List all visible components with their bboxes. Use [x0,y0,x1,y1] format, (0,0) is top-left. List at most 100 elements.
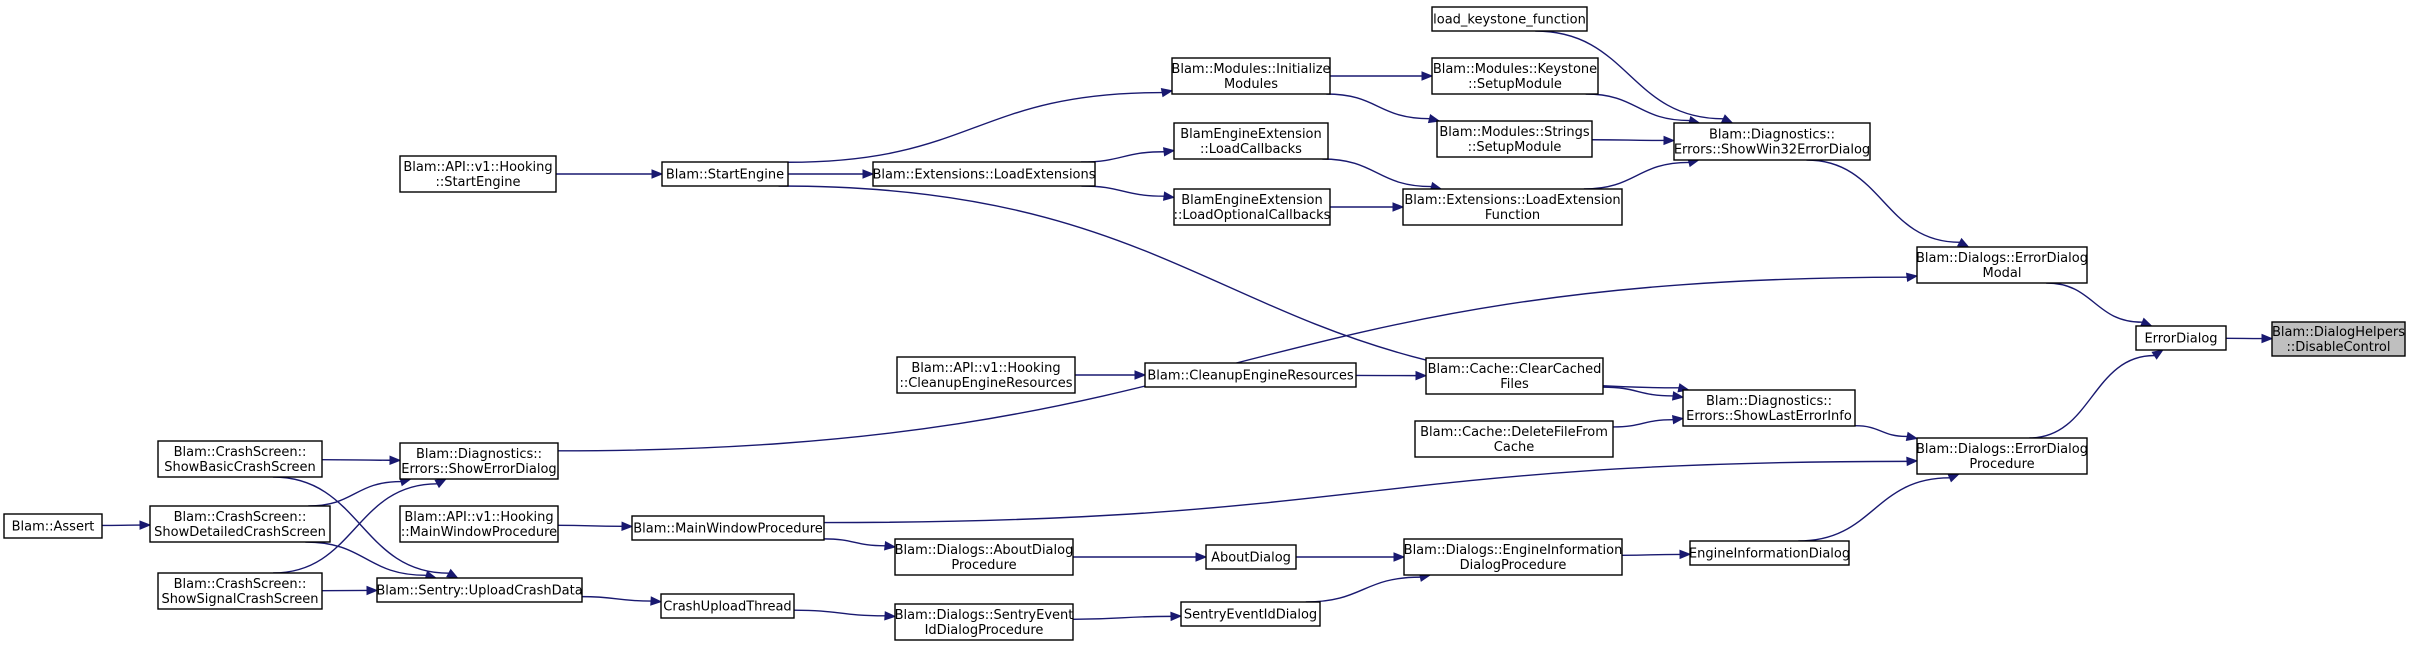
node-label: IdDialogProcedure [925,623,1044,638]
edge-show_detailed_crash_screen-to-upload_crash_data [305,541,438,580]
node-box [1673,122,1871,161]
node-label: Blam::Dialogs::ErrorDialog [1916,442,2088,457]
arrowhead-icon [2140,317,2153,327]
edge-line [1081,151,1165,163]
edge-line [1322,158,1432,188]
node-label: Blam::Dialogs::EngineInformation [1404,543,1623,558]
node-show-win32-error-dialog[interactable]: Blam::Diagnostics::Errors::ShowWin32Erro… [1673,122,1871,161]
node-label: Blam::CrashScreen:: [174,510,307,525]
node-engine-information-dialog[interactable]: EngineInformationDialog [1689,540,1850,566]
node-load-keystone-function[interactable]: load_keystone_function [1431,6,1588,32]
node-show-basic-crash-screen[interactable]: Blam::CrashScreen::ShowBasicCrashScreen [157,440,323,478]
node-disable-control[interactable]: Blam::DialogHelpers::DisableControl [2271,321,2406,357]
node-api-cleanup-engine-resources[interactable]: Blam::API::v1::Hooking::CleanupEngineRes… [896,356,1076,394]
edge-load_extensions-to-load_callbacks [1081,147,1176,163]
arrowhead-icon [1160,87,1174,98]
node-label: Blam::Cache::DeleteFileFrom [1420,425,1608,440]
node-show-last-error-info[interactable]: Blam::Diagnostics::Errors::ShowLastError… [1682,389,1856,427]
node-show-detailed-crash-screen[interactable]: Blam::CrashScreen::ShowDetailedCrashScre… [149,505,331,543]
arrowhead-icon [1905,272,1919,282]
node-label: Blam::API::v1::Hooking [911,361,1060,376]
node-load-extensions[interactable]: Blam::Extensions::LoadExtensions [872,161,1096,187]
edge-line [1535,30,1724,120]
edge-line [581,595,652,602]
node-strings-setup[interactable]: Blam::Modules::Strings::SetupModule [1436,120,1593,158]
edge-line [1326,93,1430,120]
node-box [1431,57,1599,95]
arrowhead-icon [1134,370,1147,380]
node-box [149,505,331,543]
node-start-engine[interactable]: Blam::StartEngine [661,161,789,187]
node-label: Blam::Modules::Keystone [1433,62,1597,77]
node-upload-crash-data[interactable]: Blam::Sentry::UploadCrashData [376,577,583,603]
node-sentry-event-id-dialog[interactable]: SentryEventIdDialog [1180,601,1321,627]
node-assert[interactable]: Blam::Assert [3,513,103,539]
arrowhead-icon [1663,135,1676,146]
edge-engine_information_dialog-to-error_dialog_procedure [1798,473,1961,542]
node-box [157,440,323,478]
node-label: Blam::Extensions::LoadExtensions [872,168,1095,183]
node-label: Errors::ShowWin32ErrorDialog [1674,143,1870,158]
node-api-start-engine[interactable]: Blam::API::v1::Hooking::StartEngine [399,155,557,193]
node-api-main-window-procedure[interactable]: Blam::API::v1::Hooking::MainWindowProced… [399,505,559,543]
edge-api_start_engine-to-start_engine [556,169,664,179]
node-main-window-procedure[interactable]: Blam::MainWindowProcedure [631,515,825,541]
node-box [1173,122,1329,160]
node-engine-information-dialog-procedure[interactable]: Blam::Dialogs::EngineInformationDialogPr… [1403,538,1623,576]
node-show-signal-crash-screen[interactable]: Blam::CrashScreen::ShowSignalCrashScreen [157,572,323,610]
node-label: Modal [1983,266,2022,281]
node-label: Blam::Diagnostics:: [1706,394,1832,409]
edge-start_engine-to-load_extensions [788,169,875,179]
node-label: Blam::Diagnostics:: [416,447,542,462]
node-box [661,161,789,187]
edge-about_dialog_procedure-to-about_dialog [1072,552,1208,562]
arrowhead-icon [1162,191,1176,201]
node-box [399,442,559,480]
node-label: Blam::Assert [12,520,95,535]
edge-load_extension_function-to-show_win32_error_dialog [1583,157,1701,190]
edge-show_basic_crash_screen-to-show_error_dialog [321,455,402,465]
edge-line [793,609,886,617]
node-show-error-dialog[interactable]: Blam::Diagnostics::Errors::ShowErrorDial… [399,442,559,480]
node-label: Blam::Sentry::UploadCrashData [376,584,582,599]
arrowhead-icon [621,521,634,532]
node-load-optional-callbacks[interactable]: BlamEngineExtension::LoadOptionalCallbac… [1173,188,1331,226]
arrowhead-icon [884,611,897,621]
edge-line [2029,354,2155,439]
node-crash-upload-thread[interactable]: CrashUploadThread [660,593,795,619]
arrowhead-icon [651,169,664,179]
edge-line [1583,161,1690,190]
node-label: Errors::ShowErrorDialog [401,462,556,477]
node-label: Errors::ShowLastErrorInfo [1686,409,1852,424]
edge-line [2046,282,2143,323]
node-label: Blam::API::v1::Hooking [404,510,553,525]
node-label: Blam::Dialogs::AboutDialog [895,543,1074,558]
edge-api_main_window_procedure-to-main_window_procedure [557,521,634,532]
node-about-dialog[interactable]: AboutDialog [1205,544,1297,570]
node-error-dialog[interactable]: ErrorDialog [2135,325,2227,351]
edge-line [1612,418,1674,428]
node-cleanup-engine-resources[interactable]: Blam::CleanupEngineResources [1144,362,1357,388]
edge-crash_upload_thread-to-sentry_event_id_dialog_procedure [793,609,897,621]
edge-line [1621,553,1681,556]
node-label: Blam::API::v1::Hooking [403,160,552,175]
node-label: AboutDialog [1211,551,1291,566]
edge-cleanup_engine_resources-to-clear_cached_files [1355,370,1428,381]
node-box [1682,389,1856,427]
edge-line [1806,159,1960,243]
node-sentry-event-id-dialog-procedure[interactable]: Blam::Dialogs::SentryEventIdDialogProced… [894,603,1074,641]
node-load-callbacks[interactable]: BlamEngineExtension::LoadCallbacks [1173,122,1329,160]
edge-assert-to-show_detailed_crash_screen [101,520,152,530]
node-box [1171,57,1331,95]
node-label: DialogProcedure [1460,558,1567,573]
node-box [660,593,795,619]
node-keystone-setup[interactable]: Blam::Modules::Keystone::SetupModule [1431,57,1599,95]
